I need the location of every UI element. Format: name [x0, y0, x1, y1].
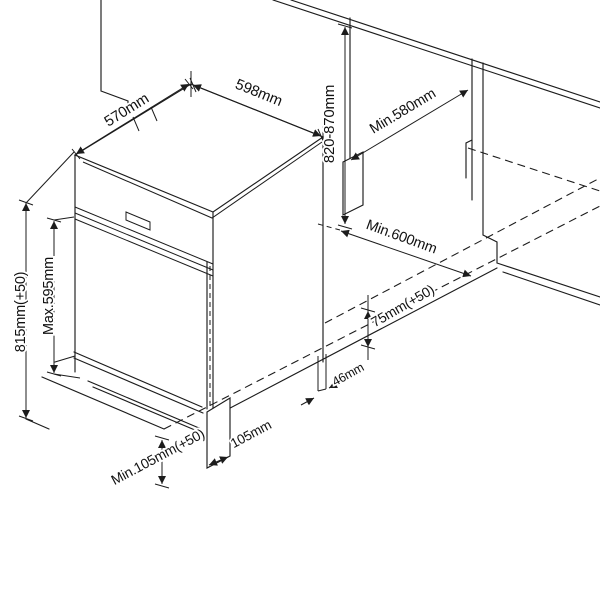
dim-label-machine-height: 815mm(+50): [13, 272, 29, 353]
rear-foot: [317, 354, 327, 392]
dim-label-plinth-depth: 105mm: [228, 417, 274, 451]
dim-label-niche-depth: Min.580mm: [367, 86, 439, 138]
dimension-lines: [18, 23, 472, 489]
plinth-end-panel: [206, 396, 231, 469]
dim-label-furniture-door-max: Max.595mm: [41, 257, 57, 335]
hidden-reference-lines: [163, 147, 600, 430]
right-cabinet-panel: [465, 58, 600, 306]
dim-label-machine-width: 598mm: [233, 76, 285, 110]
dishwasher-top-face: [73, 83, 325, 213]
floor-lines: [25, 267, 498, 430]
dim-label-plinth-clearance: Min.105mm(+50): [108, 425, 207, 488]
control-display: [125, 211, 151, 231]
dishwasher: [73, 83, 327, 469]
dim-label-machine-depth: 570mm: [101, 90, 152, 130]
dim-label-rear-foot-offset: 75mm(+50): [368, 281, 437, 330]
back-wall: [342, 17, 364, 216]
dim-label-niche-height: 820-870mm: [321, 85, 338, 163]
dim-label-front-foot-offset: 46mm: [330, 360, 366, 389]
countertop: [272, 0, 600, 109]
